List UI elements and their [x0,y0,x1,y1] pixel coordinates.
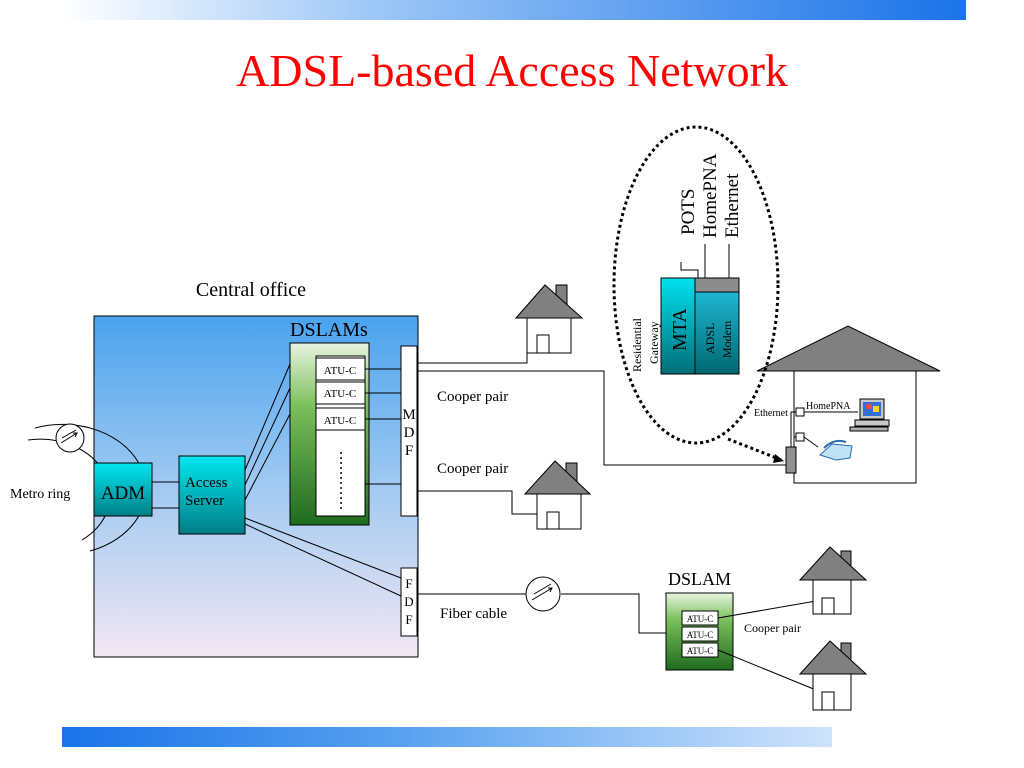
ethernet-jack [795,432,805,442]
house-icon [514,284,584,354]
remote-dslam-label: DSLAM [668,569,731,589]
adsl-label: ADSL [703,323,717,354]
mdf-frame [400,345,418,517]
mta-box [660,277,696,375]
house-icon [798,640,868,711]
dslams-label: DSLAMs [290,319,368,341]
residential-gateway-callout [612,125,780,445]
bottom-gradient-bar [62,727,832,747]
gateway-label: Gateway [647,321,661,364]
fdf-letter-f1: F [405,576,412,591]
modem-top-strip [694,277,740,293]
atu-c-label-2: ATU-C [324,388,356,400]
top-gradient-bar [62,0,966,20]
remote-atu-c-label-2: ATU-C [687,630,714,640]
adm-box [93,462,153,517]
slide-title: ADSL-based Access Network [236,45,788,96]
fdf-letter-f2: F [405,612,412,627]
fdf-frame [400,567,418,637]
callout-arrow-icon [773,454,784,463]
atu-c-label-3: ATU-C [324,415,356,427]
remote-atu-c-label-3: ATU-C [687,646,714,656]
ethernet-label: Ethernet [754,408,788,419]
fdf-letter-d: D [404,594,413,609]
house-icon [523,460,592,530]
house-icon [798,546,868,615]
cooper-pair-label-1: Cooper pair [437,389,508,405]
pots-label: POTS [678,189,699,235]
fiber-cable-label: Fiber cable [440,606,507,622]
remote-atu-c-label-1: ATU-C [687,614,714,624]
ethernet-service-label: Ethernet [722,173,743,238]
access-server-box [178,455,246,535]
home-gateway-box [785,446,797,474]
atu-c-label-1: ATU-C [324,365,356,377]
metro-ring-optical-icon [55,423,85,453]
phone-icon [819,439,853,461]
metro-ring-label: Metro ring [10,487,70,502]
homepna-service-label: HomePNA [700,153,721,238]
modem-label: Modem [720,320,734,358]
fiber-optical-icon [525,576,561,612]
mdf-letter-f: F [405,443,413,459]
mdf-letter-d: D [404,425,415,441]
homepna-label: HomePNA [806,401,851,412]
computer-icon [849,398,890,432]
adsl-modem-box [694,291,740,375]
cooper-pair-label-3: Cooper pair [744,621,801,635]
cooper-pair-label-2: Cooper pair [437,461,508,477]
adm-label: ADM [101,483,145,504]
residential-label: Residential [630,317,644,372]
remote-atu-c-card-2 [681,626,719,642]
access-server-line-2: Server [185,493,224,509]
homepna-jack [795,407,805,417]
access-server-line-1: Access [185,475,228,491]
mdf-letter-m: M [402,407,415,423]
mta-label: MTA [669,308,691,351]
central-office-label: Central office [196,279,306,301]
